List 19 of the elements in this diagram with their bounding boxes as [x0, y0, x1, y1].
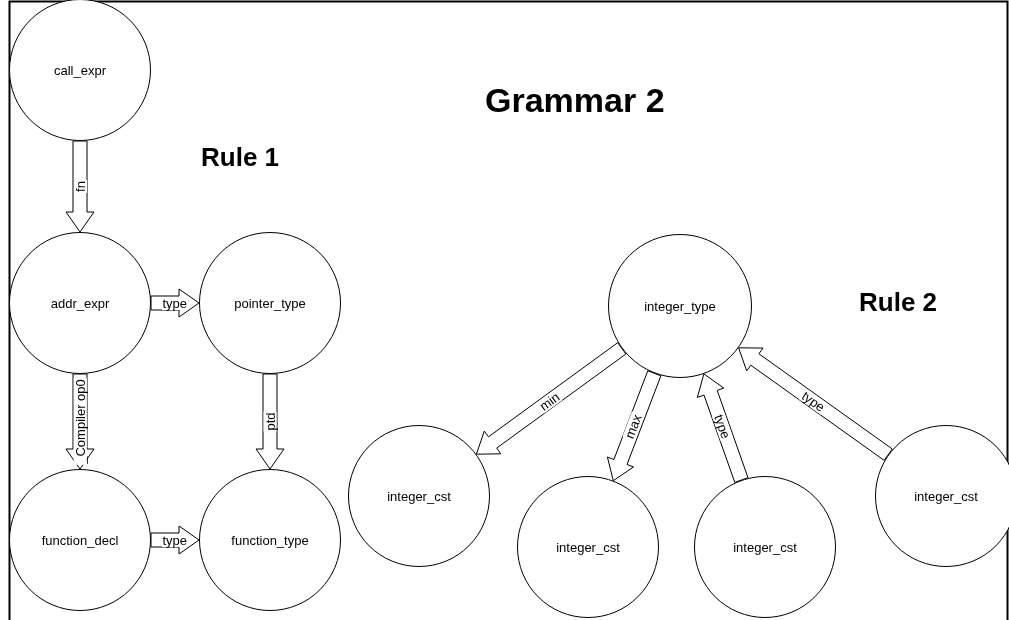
block-arrow	[738, 347, 893, 461]
diagram-title: Grammar 2	[485, 80, 665, 120]
block-arrow	[65, 140, 95, 233]
node-label: function_type	[231, 532, 309, 548]
rule-heading: Rule 2	[859, 286, 938, 318]
node-label: pointer_type	[234, 295, 306, 311]
node-label: integer_cst	[556, 539, 620, 555]
edge-label: ptd	[263, 411, 277, 432]
node-label: integer_type	[644, 298, 716, 314]
block-arrow	[255, 373, 285, 470]
node-label: function_decl	[41, 532, 119, 548]
node-label: integer_cst	[914, 488, 978, 504]
node-label: integer_cst	[387, 488, 451, 504]
rule-heading: Rule 1	[201, 141, 280, 173]
node-label: call_expr	[54, 62, 106, 78]
edge-label: fn	[73, 180, 87, 193]
node-label: integer_cst	[733, 539, 797, 555]
node-label: addr_expr	[50, 295, 110, 311]
edge-label: _Compiler op0	[73, 378, 87, 465]
